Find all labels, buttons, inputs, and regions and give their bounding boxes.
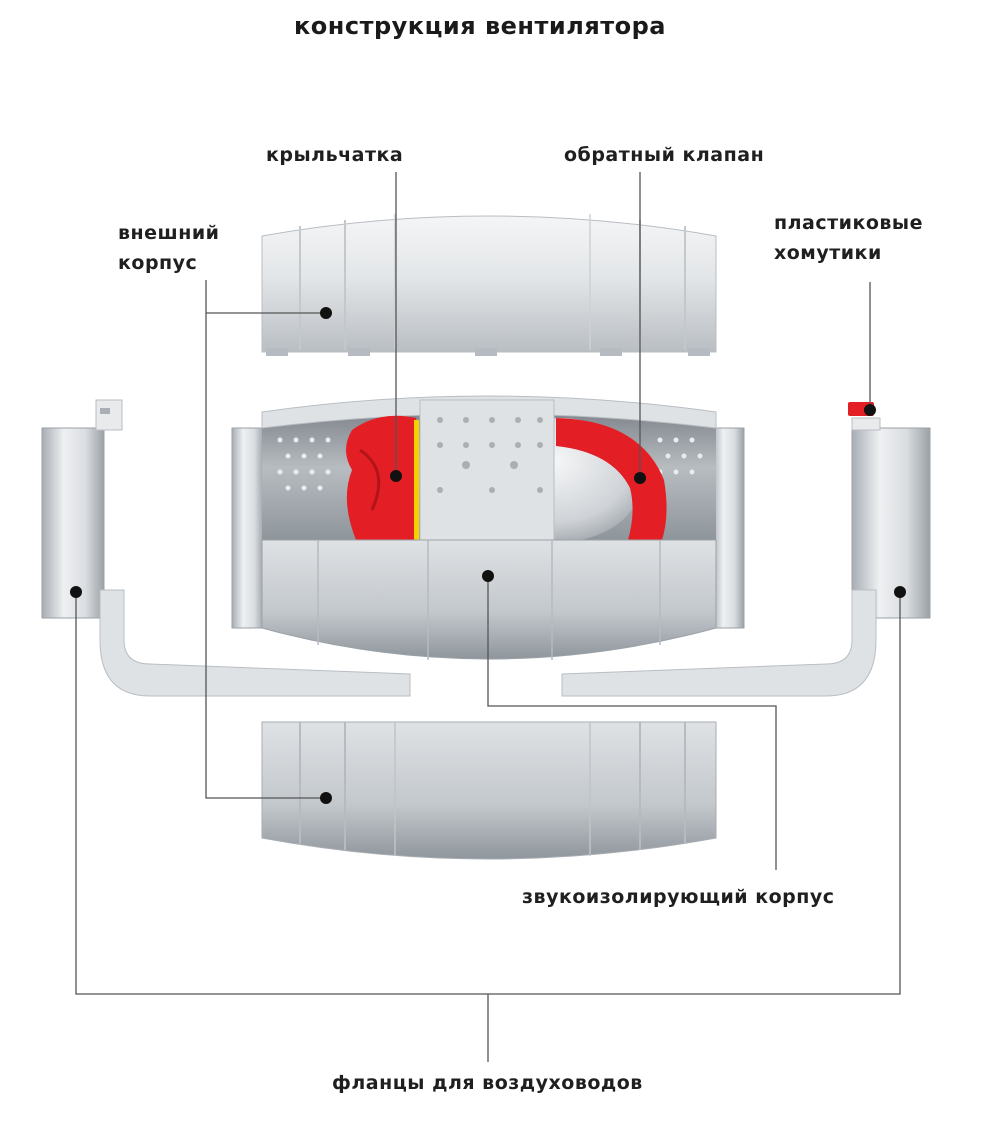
marker-flange-left (70, 586, 82, 598)
check-valve-shape (556, 418, 667, 540)
left-flange (41, 399, 411, 697)
leader-flanges (75, 592, 901, 1062)
soundproof-casing-bottom (261, 721, 717, 860)
marker-outer-casing-bottom (320, 792, 332, 804)
label-duct-flanges: фланцы для воздуховодов (332, 1072, 643, 1094)
marker-clamps (864, 404, 876, 416)
label-plastic-clamps-line2: хомутики (774, 242, 882, 264)
leader-soundproof (487, 576, 777, 870)
leader-lines (75, 172, 901, 1062)
right-flange (561, 402, 931, 697)
label-impeller: крыльчатка (266, 144, 404, 166)
marker-flange-right (894, 586, 906, 598)
label-check-valve: обратный клапан (564, 144, 765, 166)
leader-outer-casing (205, 280, 326, 799)
impeller-shape (346, 415, 416, 540)
label-plastic-clamps-line1: пластиковые (774, 212, 923, 234)
fan-body (231, 395, 745, 660)
outer-casing-top (261, 214, 717, 356)
marker-outer-casing-top (320, 307, 332, 319)
marker-impeller (390, 470, 402, 482)
marker-soundproof (482, 570, 494, 582)
diagram-title: конструкция вентилятора (293, 12, 666, 40)
label-outer-casing-line1: внешний (118, 222, 220, 244)
label-outer-casing-line2: корпус (118, 252, 198, 274)
marker-check-valve (634, 472, 646, 484)
label-soundproof-casing: звукоизолирующий корпус (522, 886, 835, 908)
perforation-pattern (277, 437, 703, 491)
